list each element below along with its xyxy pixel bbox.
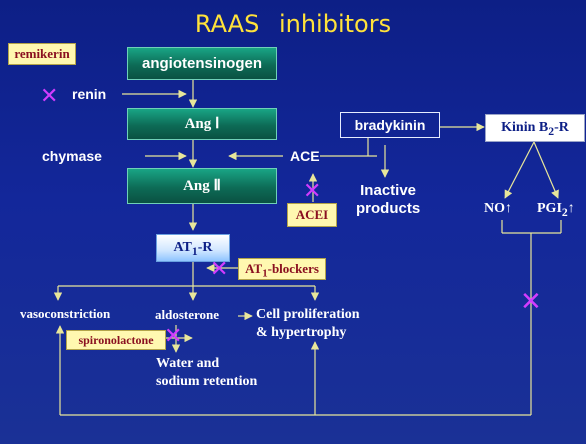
node-pgi2: PGI2↑ (537, 201, 575, 219)
inhibitor-acei: ACEI (287, 203, 337, 227)
pgi2-label: PGI (537, 201, 562, 216)
at1-receptor-subscript: 1 (191, 244, 198, 258)
cross-mark-icon: ✕ (40, 84, 59, 109)
kinin-receptor-subscript: 2 (548, 124, 555, 138)
at1-receptor-label: AT (173, 240, 192, 255)
node-inactive-products: Inactive products (356, 182, 420, 218)
node-kinin-b2-receptor: Kinin B2-R (485, 114, 585, 142)
cell-proliferation-line2: & hypertrophy (256, 325, 347, 340)
node-no: NO↑ (484, 201, 512, 216)
at1-blockers-subscript: 1 (262, 267, 268, 280)
node-chymase: chymase (42, 148, 102, 164)
node-ang-1: Ang Ⅰ (127, 108, 277, 140)
slide-title: RAAS inhibitors (194, 10, 392, 38)
cross-mark-icon: ✕ (520, 287, 542, 317)
at1-blockers-suffix: -blockers (267, 261, 319, 276)
node-cell-proliferation: Cell proliferation & hypertrophy (256, 306, 360, 342)
node-aldosterone: aldosterone (155, 307, 220, 322)
inhibitor-remikerin: remikerin (8, 43, 76, 65)
pgi2-suffix: ↑ (567, 201, 575, 216)
water-sodium-line2: sodium retention (156, 374, 258, 389)
node-bradykinin: bradykinin (340, 112, 440, 138)
node-at1-receptor: AT1-R (156, 234, 230, 262)
pgi2-subscript: 2 (561, 205, 568, 219)
kinin-receptor-label: Kinin B (501, 120, 549, 135)
node-vasoconstriction: vasoconstriction (20, 306, 111, 321)
inhibitor-spironolactone: spironolactone (66, 330, 166, 350)
water-sodium-line1: Water and (156, 356, 220, 371)
cross-mark-icon: ✕ (210, 257, 229, 282)
at1-receptor-suffix: -R (197, 240, 213, 255)
cross-mark-icon: ✕ (303, 179, 322, 204)
node-renin: renin (72, 86, 107, 102)
node-ang-2: Ang Ⅱ (127, 168, 277, 204)
inactive-products-line2: products (356, 200, 421, 217)
cross-mark-icon: ✕ (164, 324, 183, 349)
node-angiotensinogen: angiotensinogen (127, 47, 277, 80)
inhibitor-at1-blockers: AT1-blockers (238, 258, 326, 280)
inactive-products-line1: Inactive (360, 182, 417, 199)
node-water-sodium-retention: Water and sodium retention (156, 355, 257, 391)
at1-blockers-label: AT (245, 261, 263, 276)
cell-proliferation-line1: Cell proliferation (256, 307, 360, 322)
node-ace: ACE (290, 148, 320, 164)
kinin-receptor-suffix: -R (554, 120, 569, 135)
